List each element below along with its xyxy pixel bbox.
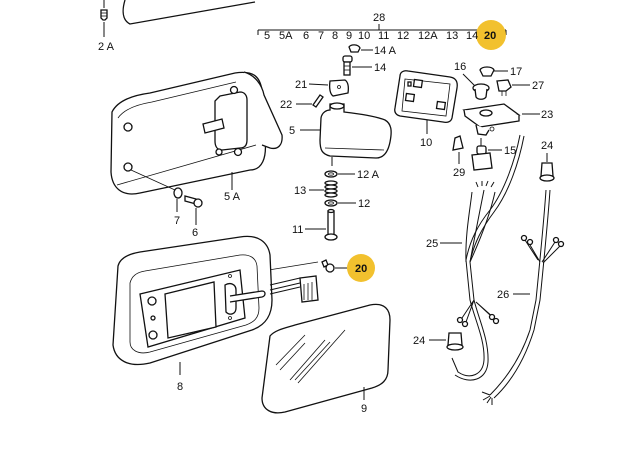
group-item[interactable]: 5A [279,30,293,42]
part-9-mirror-glass[interactable] [261,303,391,414]
part-25-wiring-harness[interactable] [440,134,525,381]
part-24-connector-bottom[interactable] [429,332,464,351]
part-16-bezel[interactable] [462,73,490,100]
part-14A-cap[interactable] [348,44,373,53]
part-5-mirror-arm[interactable] [300,102,392,166]
part-23-switch-housing[interactable] [462,103,540,136]
group-items: 5 5A 6 7 8 9 10 11 12 12A 13 14 20 [264,30,496,42]
group-item[interactable]: 12 [397,30,409,42]
part-24-connector-top[interactable] [539,153,555,182]
group-bracket-28 [257,24,507,35]
callout-12A[interactable]: 12 A [357,169,380,181]
highlight-marker-20 [347,254,375,282]
group-item[interactable]: 14 [466,30,478,42]
callout-26[interactable]: 26 [497,289,509,301]
group-item[interactable]: 5 [264,30,270,42]
part-26-wiring-harness[interactable] [481,189,565,405]
callout-5A[interactable]: 5 A [224,191,241,203]
callout-5[interactable]: 5 [289,125,295,137]
part-13-spring[interactable] [309,180,338,198]
part-22-spring-pin[interactable] [296,94,324,108]
callout-9[interactable]: 9 [361,403,367,415]
part-7-washer[interactable] [173,187,183,212]
callout-11[interactable]: 11 [292,224,303,236]
callout-12[interactable]: 12 [358,198,370,210]
part-8-mirror-housing[interactable] [112,235,319,375]
part-12A-nut[interactable] [324,170,355,178]
group-item[interactable]: 10 [358,30,370,42]
callout-25[interactable]: 25 [426,238,438,250]
callout-21[interactable]: 21 [295,79,307,91]
callout-6[interactable]: 6 [192,227,198,239]
part-15-switch[interactable] [471,138,502,171]
callout-16[interactable]: 16 [454,61,466,73]
callout-23[interactable]: 23 [541,109,553,121]
leader-line [130,169,176,191]
callout-24-top[interactable]: 24 [541,140,553,152]
part-2A-screw[interactable] [100,0,108,37]
part-5A-mirror-base[interactable] [110,71,283,195]
part-10-switch-plate[interactable] [394,70,458,134]
group-item[interactable]: 13 [446,30,458,42]
group-item[interactable]: 8 [332,30,338,42]
callout-14A[interactable]: 14 A [374,45,397,57]
highlight-marker-20-bracket [476,20,506,50]
part-top-mirror-edge [122,0,256,25]
group-label-28: 28 [373,12,385,24]
group-item-highlighted[interactable]: 20 [484,30,496,42]
part-21-block[interactable] [308,79,350,97]
part-29-grommet[interactable] [452,135,464,164]
callout-24-bottom[interactable]: 24 [413,335,425,347]
callout-22[interactable]: 22 [280,99,292,111]
callout-13[interactable]: 13 [294,185,306,197]
part-12-washer[interactable] [324,199,356,207]
callout-27[interactable]: 27 [532,80,544,92]
callout-20[interactable]: 20 [355,263,367,275]
callout-8[interactable]: 8 [177,381,183,393]
callout-29[interactable]: 29 [453,167,465,179]
callout-7[interactable]: 7 [174,215,180,227]
part-27-bulb-holder[interactable] [496,79,530,96]
callout-17[interactable]: 17 [510,66,522,78]
callout-2A[interactable]: 2 A [98,41,115,53]
group-item[interactable]: 6 [303,30,309,42]
callout-10[interactable]: 10 [420,137,432,149]
part-17-cap[interactable] [479,66,508,77]
group-item[interactable]: 9 [346,30,352,42]
part-20-screw[interactable] [321,259,348,273]
callout-14[interactable]: 14 [374,62,386,74]
part-11-pin[interactable] [305,208,338,241]
part-14-bolt[interactable] [342,55,372,76]
group-item[interactable]: 7 [318,30,324,42]
part-6-screw[interactable] [184,195,203,225]
group-item[interactable]: 12A [418,30,438,42]
group-item[interactable]: 11 [378,30,389,42]
callout-15[interactable]: 15 [504,145,516,157]
